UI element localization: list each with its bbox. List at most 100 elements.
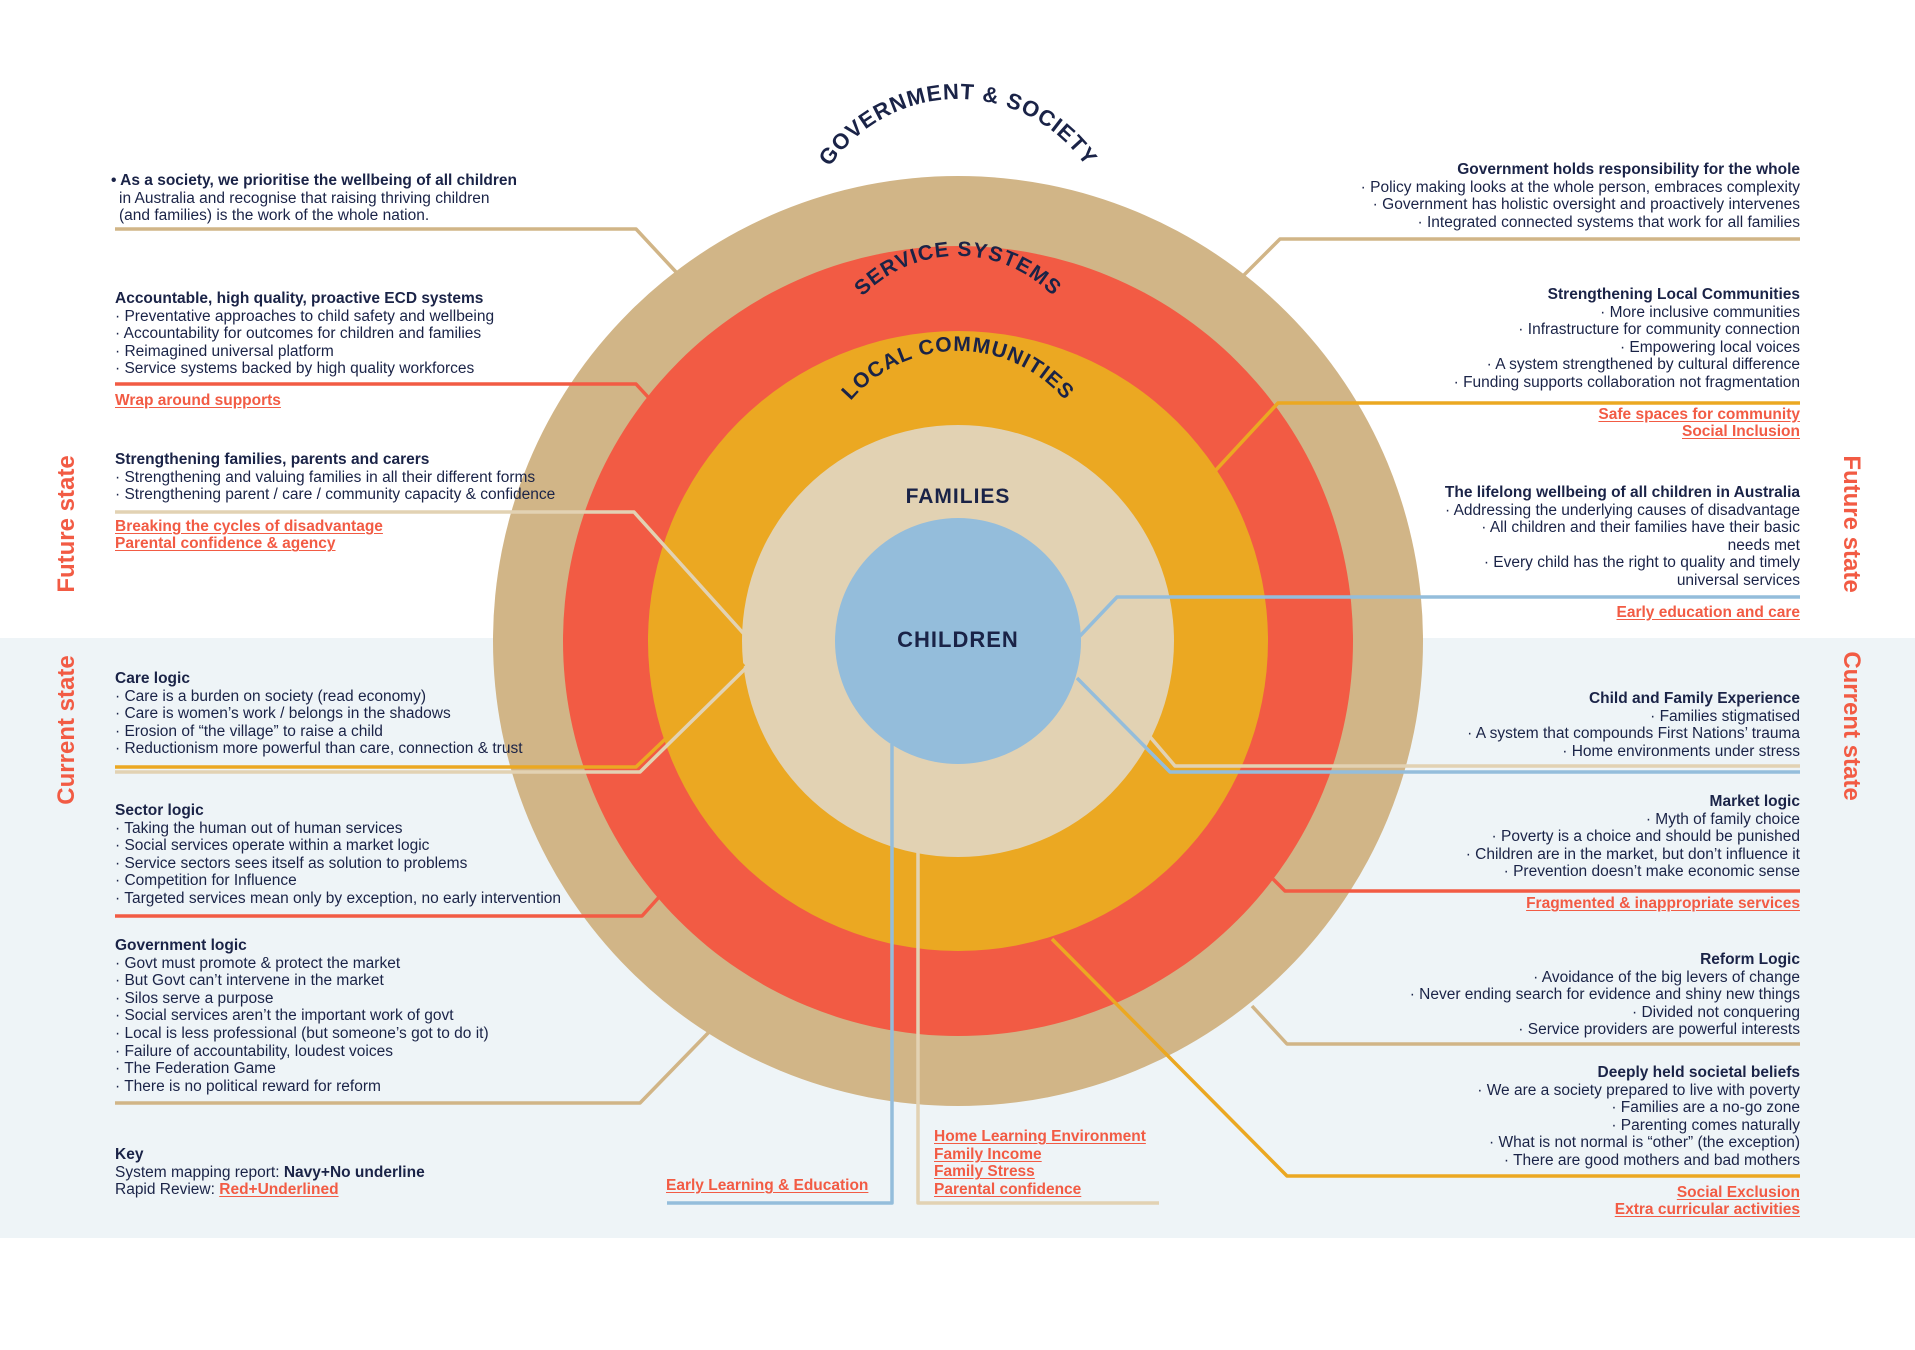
communities-item: Empowering local voices (1240, 339, 1800, 357)
reform-logic-item: Avoidance of the big levers of change (1240, 969, 1800, 987)
government-logic-heading: Government logic (115, 937, 247, 954)
government-logic-item: But Govt can’t intervene in the market (115, 972, 635, 990)
families-item: Strengthening and valuing families in al… (115, 469, 635, 487)
beliefs-heading: Deeply held societal beliefs (1597, 1064, 1800, 1081)
prioritise-line2: in Australia and recognise that raising … (119, 189, 490, 207)
sector-logic-item: Competition for Influence (115, 872, 635, 890)
connector-ecd (115, 382, 650, 399)
lifelong-item: Every child has the right to quality and… (1240, 554, 1800, 572)
prioritise-lead: As a society, we prioritise the wellbein… (120, 172, 517, 189)
lifelong-red-item: Early education and care (1616, 603, 1801, 621)
lifelong-item: All children and their families have the… (1240, 519, 1800, 537)
block-communities: Strengthening Local Communities More inc… (1240, 286, 1800, 441)
prioritise-line3: (and families) is the work of the whole … (119, 207, 430, 225)
communities-red-item: Safe spaces for community (1598, 405, 1800, 423)
sector-logic-item: Targeted services mean only by exception… (115, 890, 635, 908)
ecd-heading: Accountable, high quality, proactive ECD… (115, 290, 484, 307)
sector-logic-item: Social services operate within a market … (115, 837, 635, 855)
beliefs-item: What is not normal is “other” (the excep… (1240, 1134, 1800, 1152)
connector-lifelong (1078, 595, 1800, 638)
ecd-item: Service systems backed by high quality w… (115, 360, 615, 378)
connector-sector-logic (115, 894, 662, 918)
connector-beliefs (1050, 937, 1800, 1178)
connector-government-holds (1242, 237, 1800, 277)
side-label-left-current: Current state (53, 655, 80, 805)
connector-market-logic (1271, 877, 1800, 893)
ecd-item: Preventative approaches to child safety … (115, 308, 615, 326)
communities-heading: Strengthening Local Communities (1547, 286, 1800, 303)
families-heading: Strengthening families, parents and care… (115, 451, 430, 468)
market-logic-heading: Market logic (1709, 793, 1800, 810)
child-family-item: Families stigmatised (1240, 708, 1800, 726)
care-logic-item: Reductionism more powerful than care, co… (115, 740, 635, 758)
block-families: Strengthening families, parents and care… (115, 451, 635, 553)
lifelong-item-continuation: needs met (1727, 536, 1800, 554)
government-logic-item: Social services aren’t the important wor… (115, 1007, 635, 1025)
key-line1-bold: Navy+No underline (283, 1163, 425, 1181)
ecd-item: Accountability for outcomes for children… (115, 325, 615, 343)
care-logic-item: Care is a burden on society (read econom… (115, 688, 635, 706)
child-family-item: A system that compounds First Nations’ t… (1240, 725, 1800, 743)
families-red-item: Breaking the cycles of disadvantage (115, 517, 383, 535)
government-logic-item: Silos serve a purpose (115, 990, 635, 1008)
lifelong-heading: The lifelong wellbeing of all children i… (1444, 484, 1800, 501)
connector-care-logic-b (115, 666, 748, 774)
government-holds-heading: Government holds responsibility for the … (1457, 161, 1800, 178)
care-logic-item: Care is women’s work / belongs in the sh… (115, 705, 635, 723)
block-ecd-systems: Accountable, high quality, proactive ECD… (115, 290, 615, 410)
key-line1-prefix: System mapping report: (115, 1163, 284, 1181)
home-item: Family Income (934, 1145, 1042, 1163)
government-logic-item: Failure of accountability, loudest voice… (115, 1043, 635, 1061)
communities-item: Funding supports collaboration not fragm… (1240, 374, 1800, 392)
block-child-family-experience: Child and Family Experience Families sti… (1240, 690, 1800, 760)
block-prioritise: • As a society, we prioritise the wellbe… (111, 172, 571, 225)
market-logic-item: Children are in the market, but don’t in… (1240, 846, 1800, 864)
government-logic-item: There is no political reward for reform (115, 1078, 635, 1096)
connector-communities (1213, 401, 1800, 473)
communities-red-item: Social Inclusion (1682, 423, 1800, 441)
communities-item: A system strengthened by cultural differ… (1240, 356, 1800, 374)
government-holds-item: Policy making looks at the whole person,… (1240, 179, 1800, 197)
home-item: Family Stress (934, 1163, 1035, 1181)
government-logic-item: Govt must promote & protect the market (115, 955, 635, 973)
communities-item: More inclusive communities (1240, 304, 1800, 322)
beliefs-item: Families are a no-go zone (1240, 1099, 1800, 1117)
ecd-item: Reimagined universal platform (115, 343, 615, 361)
connector-care-logic-a (115, 662, 746, 769)
early-learning-label: Early Learning & Education (666, 1177, 869, 1194)
home-item: Home Learning Environment (934, 1128, 1146, 1145)
beliefs-red-item: Extra curricular activities (1614, 1201, 1800, 1219)
side-label-left-future: Future state (53, 455, 80, 593)
government-logic-item: The Federation Game (115, 1060, 635, 1078)
sector-logic-item: Taking the human out of human services (115, 820, 635, 838)
block-government-holds: Government holds responsibility for the … (1240, 161, 1800, 231)
sector-logic-heading: Sector logic (115, 802, 204, 819)
market-logic-item: Myth of family choice (1240, 811, 1800, 829)
care-logic-heading: Care logic (115, 670, 190, 687)
key-line2-prefix: Rapid Review: (115, 1181, 220, 1199)
block-home-learning: Home Learning Environment Family Income … (934, 1128, 1194, 1198)
government-holds-item: Integrated connected systems that work f… (1240, 214, 1800, 232)
ecd-red-item: Wrap around supports (115, 391, 281, 409)
market-logic-red-item: Fragmented & inappropriate services (1526, 894, 1800, 912)
connector-prioritise (115, 227, 678, 274)
reform-logic-item: Service providers are powerful interests (1240, 1021, 1800, 1039)
side-label-right-future: Future state (1838, 455, 1865, 593)
lifelong-item-continuation: universal services (1676, 571, 1800, 589)
block-market-logic: Market logic Myth of family choice Pover… (1240, 793, 1800, 913)
connector-families (115, 510, 746, 636)
beliefs-item: We are a society prepared to live with p… (1240, 1082, 1800, 1100)
connector-child-family-b (1075, 676, 1800, 774)
block-key: Key System mapping report: Navy+No under… (115, 1146, 535, 1199)
care-logic-item: Erosion of “the village” to raise a chil… (115, 723, 635, 741)
families-red-item: Parental confidence & agency (115, 535, 336, 553)
children-label: CHILDREN (897, 627, 1019, 652)
reform-logic-item: Never ending search for evidence and shi… (1240, 986, 1800, 1004)
children-circle (835, 518, 1081, 764)
block-government-logic: Government logic Govt must promote & pro… (115, 937, 635, 1095)
connector-government-logic (115, 1029, 712, 1105)
government-society-label: GOVERNMENT & SOCIETY (813, 79, 1102, 170)
communities-item: Infrastructure for community connection (1240, 321, 1800, 339)
child-family-item: Home environments under stress (1240, 743, 1800, 761)
block-early-learning: Early Learning & Education (666, 1177, 906, 1195)
